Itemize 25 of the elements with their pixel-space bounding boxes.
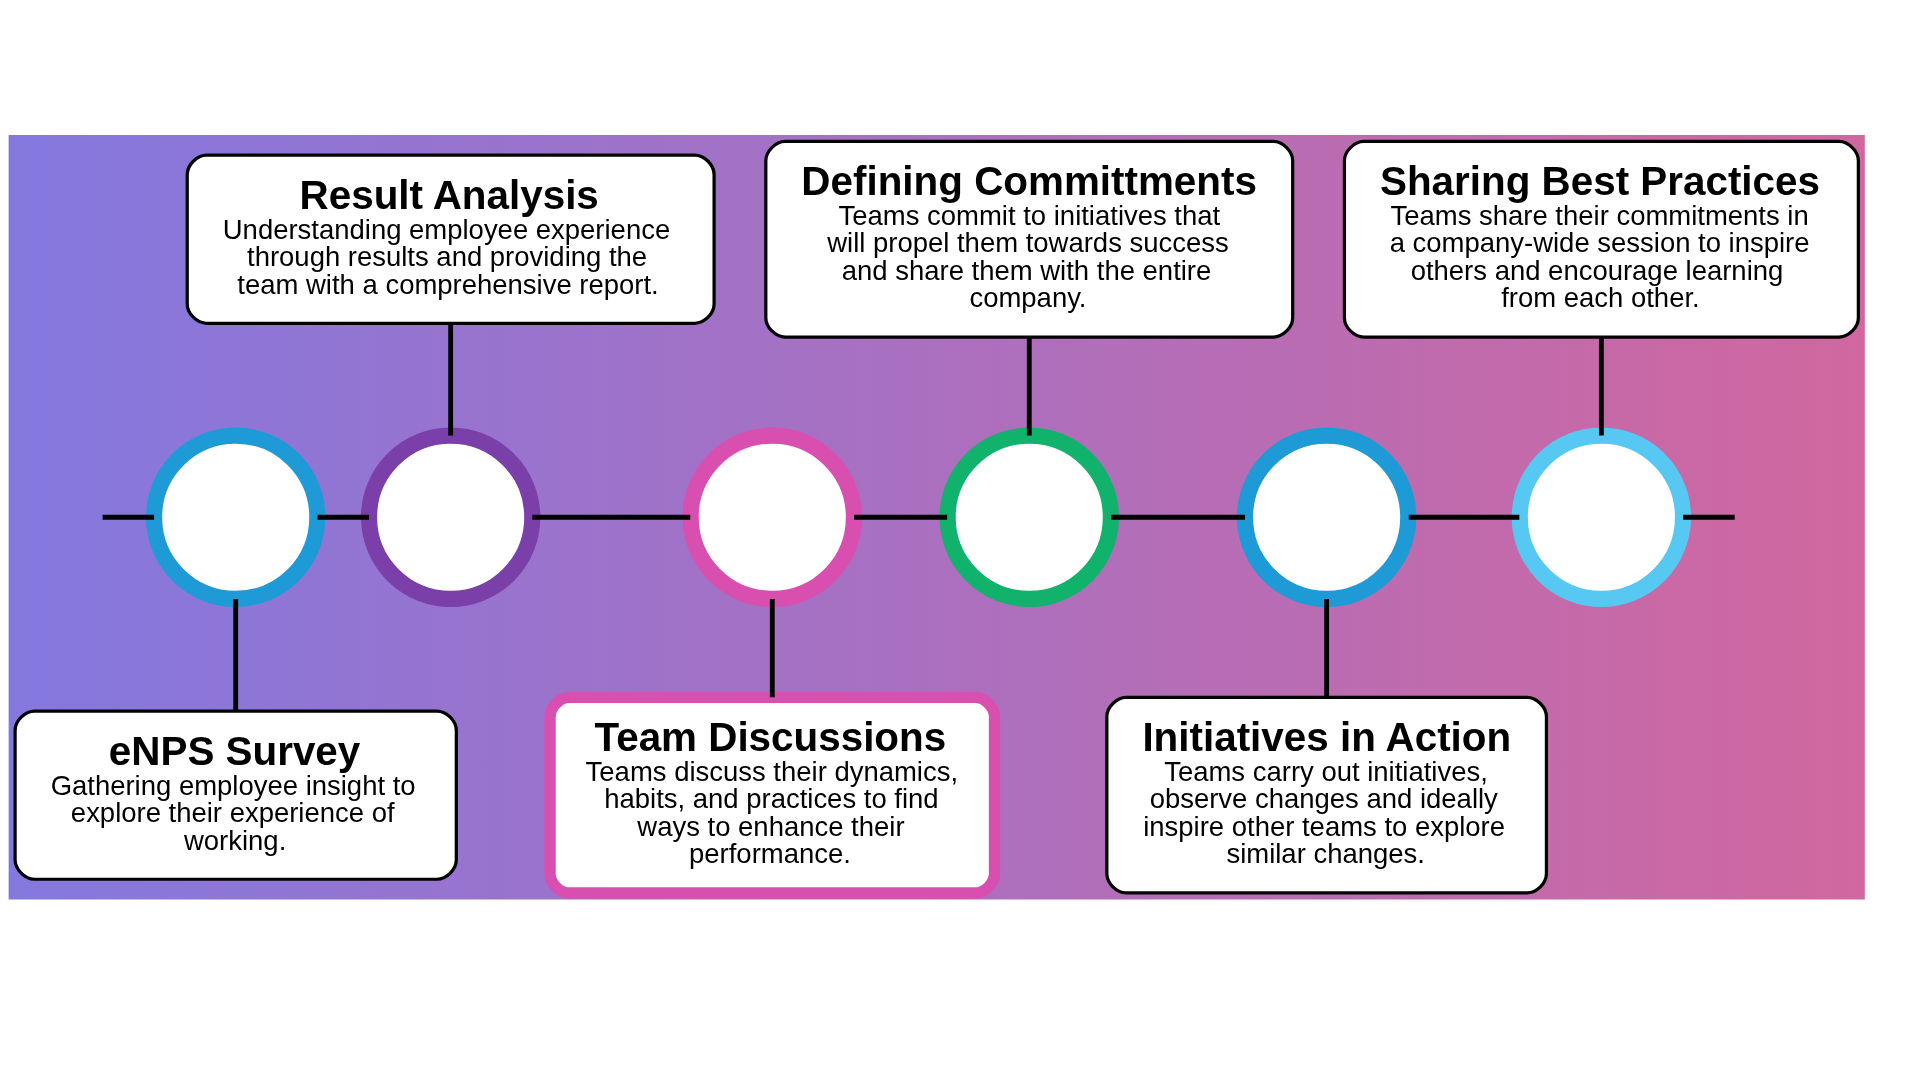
node-circle	[146, 427, 326, 607]
node-box: Defining Committments Teams commit to initiatives that will propel them towards success and share them with the entire company.	[764, 139, 1295, 339]
connector	[532, 514, 691, 520]
connector	[1683, 514, 1735, 520]
node-circle	[1511, 427, 1692, 607]
connector	[448, 322, 454, 436]
connector	[233, 598, 239, 711]
connector	[1324, 598, 1330, 697]
connector	[102, 514, 155, 520]
node-box: Team Discussions Teams discuss their dynamics, habits, and practices to find ways to enhance their performance.	[544, 691, 1001, 899]
node-box: Result Analysis Understanding employee experience through results and providing the team with a comprehensive report.	[185, 153, 716, 325]
connector	[769, 598, 775, 697]
node-circle	[682, 427, 862, 607]
connector	[854, 514, 948, 520]
node-box: eNPS Survey Gathering employee insight to explore their experience of working.	[13, 709, 458, 881]
connector	[1111, 514, 1245, 520]
node-box: Initiatives in Action Teams carry out initiatives, observe changes and ideally inspire other teams to explore similar changes.	[1105, 695, 1549, 895]
node-circle	[939, 427, 1119, 607]
node-circle	[1236, 427, 1417, 607]
connector	[1598, 337, 1604, 435]
node-circle	[360, 427, 541, 607]
connector	[1026, 337, 1032, 435]
node-box: Sharing Best Practices Teams share their commitments in a company-wide session to inspire others and encourage learning from each other.	[1342, 139, 1860, 339]
connector	[1408, 514, 1520, 520]
connector	[317, 514, 370, 520]
